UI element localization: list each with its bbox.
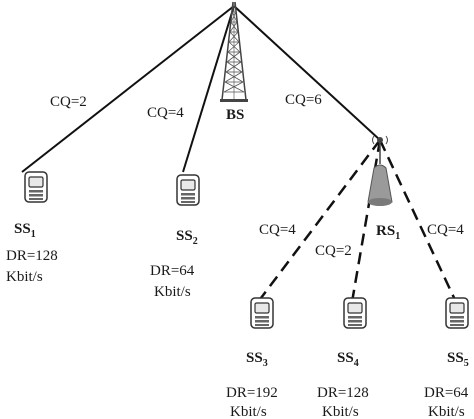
rs-links: [257, 139, 458, 303]
ss2-subscript: 2: [193, 236, 198, 247]
link-bs-rs1: [233, 5, 381, 141]
ss4-data-rate: DR=128: [317, 385, 369, 401]
ss1-label: SS1: [14, 221, 36, 240]
ss2-data-rate: DR=64: [150, 263, 195, 279]
mobile-phone-icon-ss2: [176, 174, 200, 206]
link-rs1-ss3: [257, 139, 381, 303]
link-rs1-ss5: [378, 139, 458, 303]
mobile-phone-icon-ss4: [343, 297, 367, 329]
mobile-phone-icon-ss1: [24, 171, 48, 203]
link-rs1-ss4: [350, 139, 382, 303]
link-label-bs-rs1: CQ=6: [285, 92, 322, 108]
ss5-subscript: 5: [464, 358, 469, 369]
ss1-data-unit: Kbit/s: [6, 269, 43, 285]
ss3-data-rate: DR=192: [226, 385, 278, 401]
link-bs-ss2: [182, 5, 235, 173]
bs-links: [21, 5, 381, 173]
ss5-data-unit: Kbit/s: [428, 404, 465, 419]
ss4-data-unit: Kbit/s: [322, 404, 359, 419]
link-label-rs1-ss4: CQ=2: [315, 243, 352, 259]
link-bs-ss1: [21, 5, 235, 173]
relay-dome-icon: [367, 135, 393, 206]
link-label-rs1-ss5: CQ=4: [427, 222, 464, 238]
bs-label: BS: [226, 107, 244, 123]
link-label-bs-ss1: CQ=2: [50, 94, 87, 110]
ss5-label: SS5: [447, 350, 469, 369]
ss4-label: SS4: [337, 350, 359, 369]
ss3-data-unit: Kbit/s: [230, 404, 267, 419]
ss4-subscript: 4: [354, 358, 359, 369]
mobile-phone-icon-ss5: [445, 297, 469, 329]
lattice-tower-icon: [220, 1, 248, 102]
ss1-subscript: 1: [31, 229, 36, 240]
ss3-subscript: 3: [263, 358, 268, 369]
mobile-phone-icon-ss3: [250, 297, 274, 329]
link-label-bs-ss2: CQ=4: [147, 105, 184, 121]
ss5-data-rate: DR=64: [424, 385, 469, 401]
rs1-subscript: 1: [395, 231, 400, 242]
ss3-label: SS3: [246, 350, 268, 369]
ss1-data-rate: DR=128: [6, 248, 58, 264]
link-label-rs1-ss3: CQ=4: [259, 222, 296, 238]
rs1-label: RS1: [376, 223, 400, 242]
ss2-data-unit: Kbit/s: [154, 284, 191, 300]
ss2-label: SS2: [176, 228, 198, 247]
